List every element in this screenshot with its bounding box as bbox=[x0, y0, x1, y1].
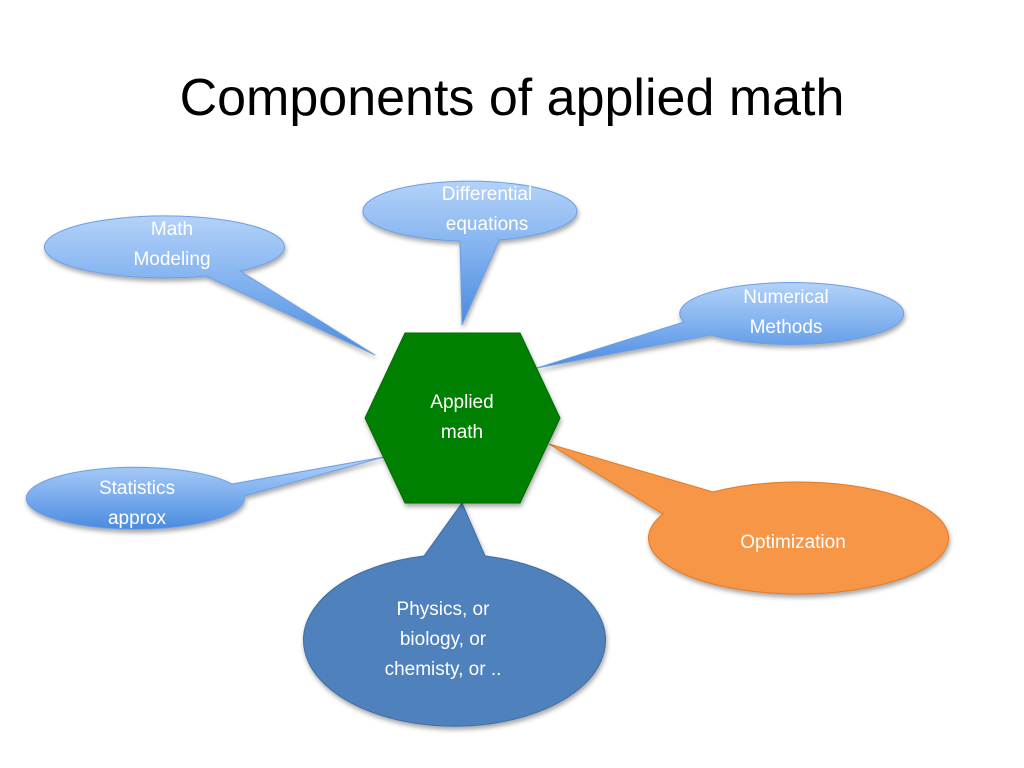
label-statistics-approx: Statistics approx bbox=[98, 478, 176, 529]
center-hexagon bbox=[364, 332, 561, 504]
label-physics-biology: Physics, or biology, or chemisty, or .. bbox=[384, 599, 502, 680]
bubble-physics-biology bbox=[303, 501, 606, 727]
bubble-optimization bbox=[548, 443, 950, 595]
bubble-statistics-approx bbox=[25, 456, 385, 530]
label-math-modeling: Math Modeling bbox=[133, 219, 211, 270]
label-optimization: Optimization bbox=[740, 532, 846, 553]
slide-title: Components of applied math bbox=[179, 69, 845, 127]
label-numerical-methods: Numerical Methods bbox=[743, 287, 829, 338]
label-differential-equations: Differential equations bbox=[441, 184, 533, 235]
bubble-differential-equations bbox=[362, 180, 578, 326]
label-applied-math: Applied math bbox=[430, 392, 494, 443]
bubble-numerical-methods bbox=[536, 282, 905, 369]
bubble-math-modeling bbox=[44, 215, 376, 356]
